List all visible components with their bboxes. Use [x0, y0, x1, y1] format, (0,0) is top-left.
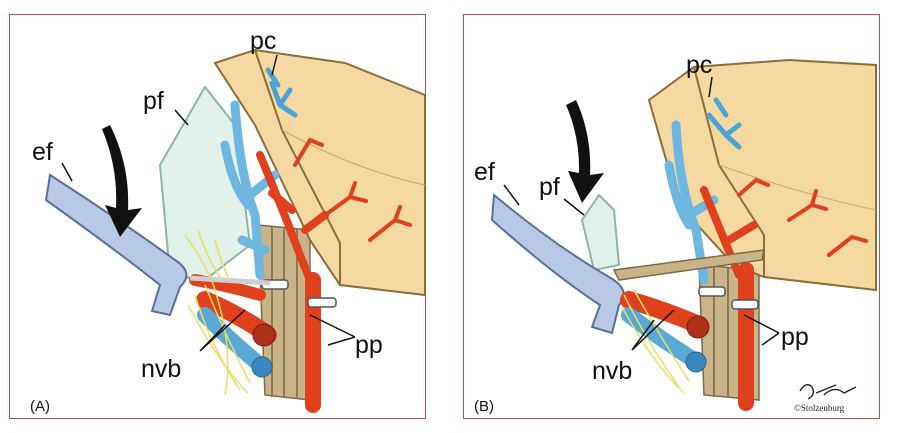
prostate-capsule — [647, 58, 877, 292]
clip — [698, 286, 726, 297]
dissection-arrow-icon — [102, 125, 142, 237]
label-pp: pp — [781, 323, 809, 351]
prostate-capsule — [213, 48, 426, 297]
artery — [700, 186, 758, 279]
label-nvb: nvb — [592, 357, 632, 385]
panel-b-illustration: pc pf ef nvb pp (B) ©Stolzenburg — [474, 51, 877, 415]
artist-signature — [799, 384, 857, 400]
label-ef: ef — [474, 158, 495, 186]
periprostatic-fascia — [580, 193, 621, 272]
panel-tag-a: (A) — [30, 398, 50, 415]
credit-text: ©Stolzenburg — [794, 403, 845, 413]
panel-a-illustration: pc pf ef nvb pp (A) — [30, 27, 426, 415]
label-nvb: nvb — [141, 355, 181, 383]
vein — [220, 100, 280, 280]
label-pc: pc — [250, 27, 276, 55]
clip — [731, 299, 759, 310]
panel-a: pc pf ef nvb pp (A) — [9, 14, 426, 419]
artery — [256, 151, 329, 284]
label-ef: ef — [32, 138, 53, 166]
label-pf: pf — [143, 87, 164, 115]
label-pp: pp — [355, 331, 383, 359]
dissection-arrow-icon — [566, 100, 604, 203]
label-pc: pc — [686, 51, 712, 79]
label-pf: pf — [539, 173, 560, 201]
neurovascular-bundle — [620, 289, 710, 394]
panel-tag-b: (B) — [474, 398, 494, 415]
panel-b: pc pf ef nvb pp (B) ©Stolzenburg — [463, 14, 880, 419]
clip — [307, 297, 337, 308]
